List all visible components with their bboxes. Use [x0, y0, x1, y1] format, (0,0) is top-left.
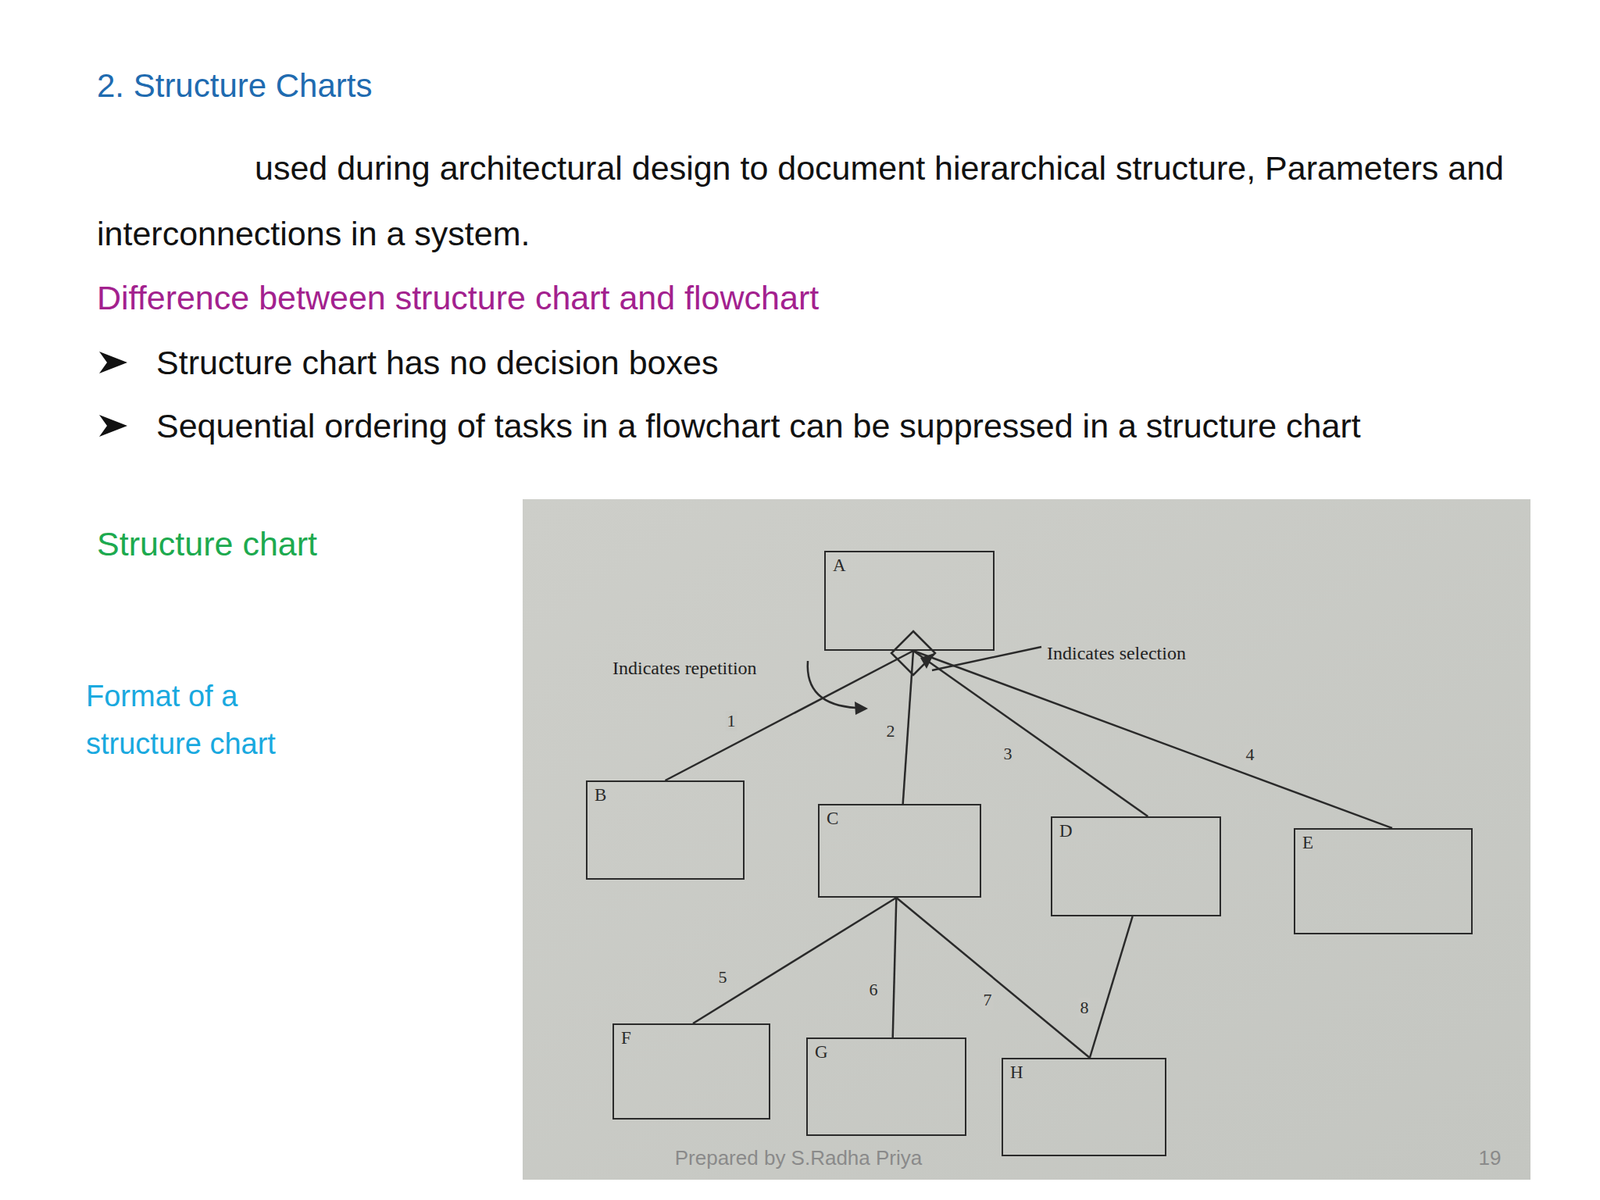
callout-number: 6: [867, 979, 880, 1000]
footer-text: Prepared by S.Radha Priya: [675, 1146, 923, 1170]
callout-number: 2: [885, 721, 897, 742]
description-text: used during architectural design to docu…: [96, 135, 1550, 267]
module-box: G: [806, 1037, 967, 1136]
module-label: F: [621, 1028, 632, 1049]
bullet-text: Sequential ordering of tasks in a flowch…: [156, 399, 1407, 454]
connector-line: [892, 897, 897, 1038]
connector-line: [1089, 916, 1133, 1058]
page-number: 19: [1478, 1146, 1502, 1170]
bullet-arrow: [99, 351, 128, 374]
module-box: H: [1001, 1057, 1167, 1157]
bullet-text: Structure chart has no decision boxes: [156, 339, 718, 386]
connector-line: [903, 650, 914, 804]
module-box: D: [1050, 816, 1222, 917]
callout-text: Indicates repetition: [612, 657, 758, 679]
repetition-arrowhead: [854, 701, 868, 715]
module-label: G: [814, 1042, 829, 1063]
callout-number: 8: [1078, 997, 1091, 1018]
module-box: C: [817, 803, 982, 898]
connector-line: [913, 650, 1393, 829]
callout-number: 3: [1002, 743, 1015, 765]
callout-text: Indicates selection: [1046, 642, 1186, 665]
module-label: A: [832, 555, 847, 576]
connector-line: [913, 650, 1148, 817]
module-label: H: [1010, 1062, 1024, 1083]
connector-line: [692, 897, 897, 1024]
module-box: A: [824, 550, 995, 651]
callout-number: 1: [725, 710, 738, 732]
callout-number: 7: [982, 989, 994, 1011]
photo-background: [522, 499, 1531, 1180]
section-heading: Structure chart: [96, 520, 318, 568]
connector-line: [896, 897, 1090, 1058]
slide-title: 2. Structure Charts: [96, 65, 372, 107]
module-box: F: [612, 1023, 771, 1120]
module-label: E: [1302, 832, 1314, 854]
section-heading: Difference between structure chart and f…: [96, 274, 819, 322]
callout-number: 5: [717, 967, 729, 988]
callout-number: 4: [1244, 744, 1257, 765]
module-label: C: [826, 808, 839, 829]
figure-caption: Format of a structure chart: [85, 672, 344, 768]
module-box: B: [585, 780, 745, 880]
bullet-arrow: [99, 414, 128, 437]
module-label: D: [1059, 821, 1073, 842]
module-label: B: [594, 785, 607, 806]
module-box: E: [1293, 828, 1473, 935]
